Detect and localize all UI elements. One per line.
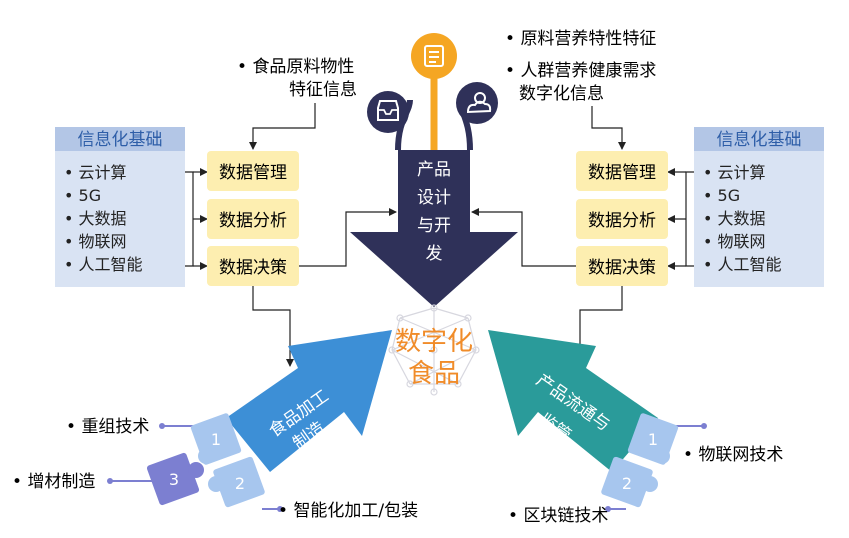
right-puzzle: 1 2 • 物联网技术 • 区块链技术 [508,413,783,526]
right-panel-item: • 物联网 [703,232,766,251]
left-bottom-connector [252,286,294,367]
puzzle-piece-3 [146,452,200,506]
puzzle-number: 2 [622,474,632,493]
left-data-boxes: 数据管理 数据分析 数据决策 [207,151,299,286]
left-panel-item: • 物联网 [64,232,127,251]
puzzle-label: • 物联网技术 [683,445,783,465]
right-panel-item: • 5G [703,186,740,205]
right-data-boxes: 数据管理 数据分析 数据决策 [576,151,668,286]
inbox-icon [377,100,399,121]
left-data-box [207,246,299,286]
center-arrow: 产品 设计 与开 发 [350,150,518,307]
left-data-box [207,151,299,191]
left-panel-title-bg [55,127,185,151]
puzzle-piece-2 [213,456,265,508]
left-panel-item: • 云计算 [64,163,127,182]
center-arrow-line: 发 [426,244,443,264]
puzzle-piece-2 [601,456,653,508]
top-right-note-2: • 人群营养健康需求 [505,61,656,81]
puzzle-number: 1 [648,430,658,449]
center-stem [367,33,498,151]
right-panel-title-bg [694,127,824,151]
left-data-box-label: 数据管理 [219,163,287,183]
puzzle-label: • 增材制造 [12,472,95,492]
right-panel-item: • 人工智能 [703,255,782,274]
left-panel-connectors [185,168,208,270]
puzzle-number: 2 [235,474,245,493]
center-arrow-line: 产品 [417,160,451,180]
top-right-note-1: • 原料营养特性特征 [505,29,656,49]
right-panel-bg [694,127,824,287]
puzzle-number: 1 [211,430,221,449]
left-data-box-label: 数据决策 [219,258,287,278]
top-left-note: • 食品原料物性 特征信息 [237,57,357,150]
right-panel-connectors [667,168,694,270]
top-right-notes: • 原料营养特性特征 • 人群营养健康需求 数字化信息 [505,29,656,150]
right-decision-connector [471,208,576,267]
left-data-box [207,199,299,239]
top-left-note-line1: • 食品原料物性 [237,57,354,77]
center-label-line1: 数字化 [395,327,473,357]
puzzle-label: • 重组技术 [66,417,149,437]
right-panel-item: • 大数据 [703,209,766,228]
document-icon [424,45,444,67]
left-panel-title: 信息化基础 [78,130,163,150]
center-label-line2: 食品 [408,359,460,389]
right-data-box-label: 数据决策 [588,258,656,278]
left-panel-item: • 人工智能 [64,255,143,274]
right-process-arrow: 产品流通与 监管 [488,330,658,472]
center-arrow-line: 与开 [417,216,451,236]
top-left-note-line2: 特征信息 [289,80,357,100]
right-info-panel: 信息化基础 • 云计算 • 5G • 大数据 • 物联网 • 人工智能 [694,127,824,287]
right-data-box-label: 数据分析 [588,211,656,231]
puzzle-number: 3 [169,470,179,489]
network-graphic [388,304,480,396]
left-info-panel: 信息化基础 • 云计算 • 5G • 大数据 • 物联网 • 人工智能 [55,127,185,287]
puzzle-label: • 智能化加工/包装 [278,501,418,521]
left-panel-item: • 5G [64,186,101,205]
right-bottom-connector [576,286,623,367]
right-data-box [576,246,668,286]
top-right-note-2-line2: 数字化信息 [519,84,604,104]
center-arrow-line: 设计 [417,188,451,208]
left-panel-item: • 大数据 [64,209,127,228]
left-process-arrow: 食品加工 制造 [226,330,392,472]
cloud-sun-icon [466,92,492,114]
right-data-box-label: 数据管理 [588,163,656,183]
left-puzzle: 1 2 3 • 重组技术 • 智能化加工/包装 • 增材制造 [12,413,418,521]
left-data-box-label: 数据分析 [219,211,287,231]
right-data-box [576,199,668,239]
right-data-box [576,151,668,191]
left-panel-bg [55,127,185,287]
right-panel-item: • 云计算 [703,163,766,182]
right-panel-title: 信息化基础 [717,130,802,150]
left-decision-connector [299,208,397,267]
puzzle-label: • 区块链技术 [508,506,608,526]
left-circle [367,91,409,133]
